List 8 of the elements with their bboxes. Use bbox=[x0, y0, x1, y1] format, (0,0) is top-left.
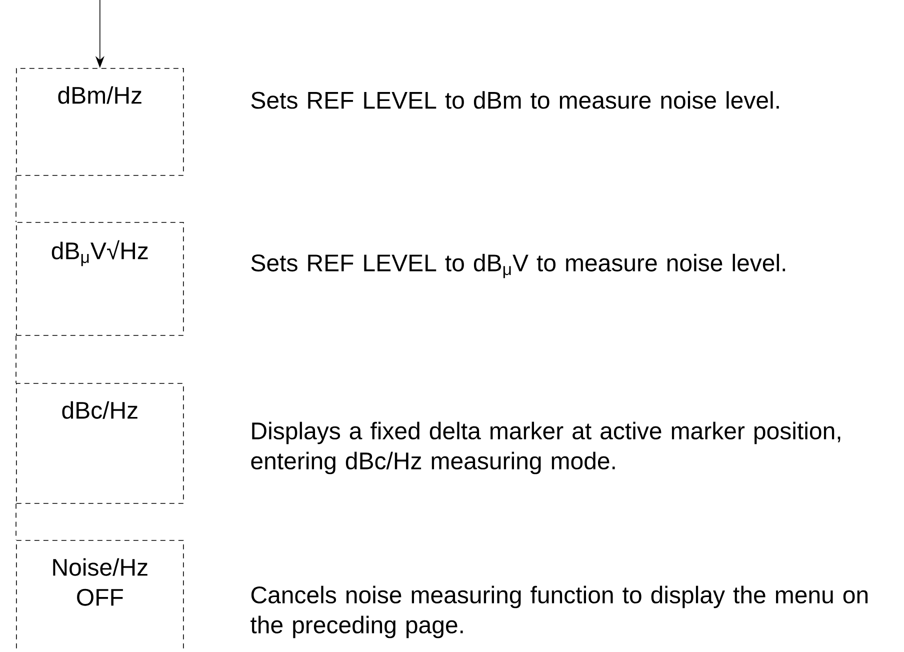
menu-key-box: dBm/Hz bbox=[16, 68, 184, 176]
menu-key-box: Noise/Hz OFF bbox=[16, 540, 184, 652]
description-text: Displays a fixed delta marker at active marker position, entering dBc/Hz measuring mode. bbox=[251, 422, 840, 474]
menu-key-box: dBc/Hz bbox=[16, 383, 184, 504]
description-text: Sets REF LEVEL to dBm to measure noise level. bbox=[251, 91, 779, 109]
menu-key-box: dB$_{μ}$V√Hz bbox=[16, 222, 184, 336]
description-text: Sets REF LEVEL to dB$_{μ}$V to measure noise level. bbox=[251, 254, 786, 278]
description-text: Cancels noise measuring function to display the menu on the preceding page. bbox=[250, 586, 868, 638]
